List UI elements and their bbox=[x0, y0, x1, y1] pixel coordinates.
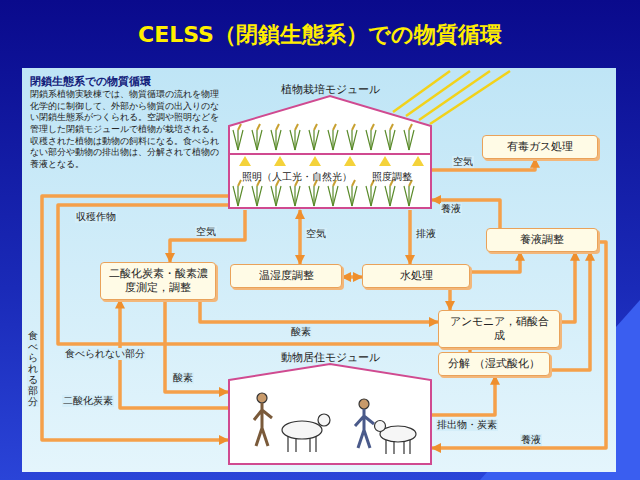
shelf-line bbox=[230, 153, 430, 155]
panel bbox=[22, 68, 616, 472]
edge-label: 酸素 bbox=[290, 326, 312, 338]
box-label: 二酸化炭素・酸素濃度測定，調整 bbox=[107, 267, 209, 295]
box-label: 分解 （湿式酸化） bbox=[448, 357, 540, 371]
edge-label: 養液 bbox=[440, 203, 462, 215]
process-box: 二酸化炭素・酸素濃度測定，調整 bbox=[100, 262, 216, 300]
flow-arrow bbox=[200, 300, 438, 323]
light-label: 照明（人工光・自然光） bbox=[242, 170, 352, 184]
process-box: 有毒ガス処理 bbox=[482, 135, 598, 159]
module-house: 植物栽培モジュール照明（人工光・自然光） 照度調整 bbox=[228, 82, 432, 210]
edge-label: 酸素 bbox=[172, 372, 194, 384]
sun-rays bbox=[393, 71, 510, 124]
rice-plants bbox=[233, 124, 414, 206]
people-and-goats bbox=[254, 393, 416, 454]
flow-arrow bbox=[42, 196, 228, 440]
edge-label: 排出物・炭素 bbox=[436, 419, 498, 431]
flow-arrow bbox=[408, 210, 412, 264]
flow-arrow bbox=[432, 159, 535, 170]
flow-arrow bbox=[448, 288, 452, 310]
edge-label: 排液 bbox=[415, 228, 437, 240]
flow-arrow bbox=[342, 275, 362, 279]
flow-arrow bbox=[170, 210, 245, 262]
plant-house-fill bbox=[228, 96, 432, 208]
flow-label: 収穫作物 bbox=[75, 211, 117, 223]
flow-arrow bbox=[470, 252, 520, 272]
flow-arrow bbox=[298, 210, 302, 264]
house-outline bbox=[228, 82, 432, 210]
box-label: 養液調整 bbox=[520, 233, 564, 247]
note-heading: 閉鎖生態系での物質循環 bbox=[30, 74, 222, 89]
process-box: 温湿度調整 bbox=[230, 264, 342, 288]
process-box: 分解 （湿式酸化） bbox=[438, 352, 550, 376]
animal-house-fill bbox=[228, 364, 432, 464]
process-box: アンモニア，硝酸合成 bbox=[438, 310, 560, 348]
flow-arrow bbox=[560, 252, 575, 322]
edge-label: 食べられない部分 bbox=[64, 348, 146, 360]
edge-label: 空気 bbox=[195, 226, 217, 238]
module-title: 植物栽培モジュール bbox=[228, 82, 432, 97]
box-label: 有毒ガス処理 bbox=[507, 140, 573, 154]
note-body: 閉鎖系植物実験棟では、物質循環の流れを物理化学的に制御して、外部から物質の出入り… bbox=[30, 89, 222, 171]
edge-label: 空気 bbox=[452, 156, 474, 168]
edge-label: 空気 bbox=[305, 228, 327, 240]
module-house: 動物居住モジュール bbox=[228, 350, 432, 466]
module-title: 動物居住モジュール bbox=[228, 350, 432, 365]
edge-label: 食べられる部分 bbox=[27, 330, 39, 407]
edge-label: 二酸化炭素 bbox=[62, 395, 114, 407]
light-label: 照度調整 bbox=[372, 170, 412, 184]
lamps bbox=[239, 156, 424, 166]
box-label: 温湿度調整 bbox=[259, 269, 314, 283]
flow-arrow bbox=[432, 376, 495, 415]
box-label: アンモニア，硝酸合成 bbox=[445, 315, 553, 343]
slide-title: CELSS（閉鎖生態系）での物質循環 bbox=[0, 20, 640, 50]
house-outline bbox=[228, 350, 432, 466]
process-box: 水処理 bbox=[362, 264, 470, 288]
flow-arrow bbox=[432, 200, 500, 228]
box-label: 水処理 bbox=[400, 269, 433, 283]
flow-arrow bbox=[58, 205, 470, 352]
edge-label: 養液 bbox=[520, 434, 542, 446]
note-block: 閉鎖生態系での物質循環閉鎖系植物実験棟では、物質循環の流れを物理化学的に制御して… bbox=[30, 74, 222, 171]
process-box: 養液調整 bbox=[486, 228, 598, 252]
